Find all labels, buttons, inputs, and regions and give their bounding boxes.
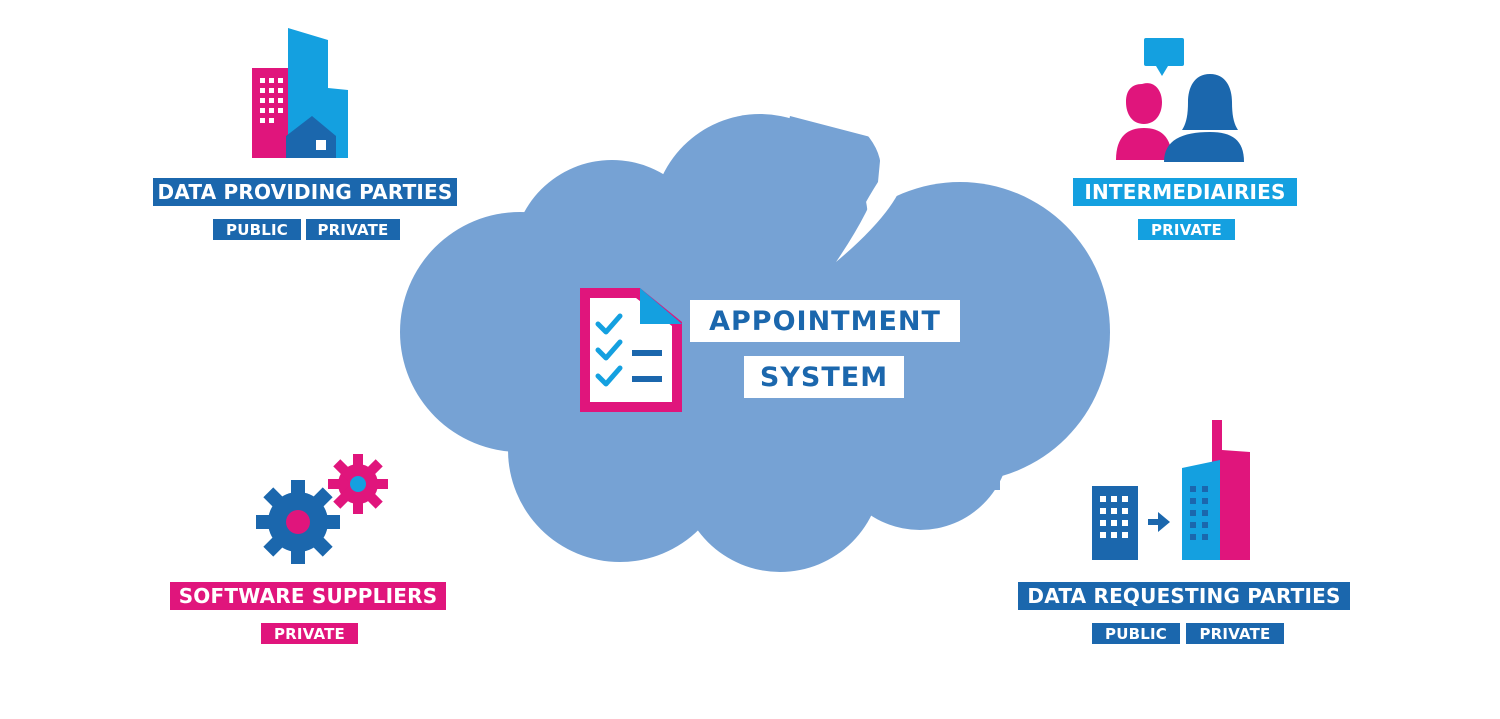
intermediairies-tag-private: PRIVATE [1138, 219, 1235, 240]
data-providing-tag-private: PRIVATE [306, 219, 400, 240]
center-title-line2: SYSTEM [744, 356, 904, 398]
data-requesting-tag-private: PRIVATE [1186, 623, 1284, 644]
data-requesting-title: DATA REQUESTING PARTIES [1018, 582, 1350, 610]
center-title-line1: APPOINTMENT [690, 300, 960, 342]
data-providing-title: DATA PROVIDING PARTIES [153, 178, 457, 206]
two-people-chat-icon [1116, 38, 1244, 162]
checklist-document-icon [580, 288, 682, 412]
buildings-with-house-icon [252, 28, 348, 158]
data-requesting-tag-public: PUBLIC [1092, 623, 1180, 644]
software-suppliers-title: SOFTWARE SUPPLIERS [170, 582, 446, 610]
gears-icon [256, 454, 388, 564]
buildings-transfer-icon [1092, 420, 1250, 560]
software-suppliers-tag-private: PRIVATE [261, 623, 358, 644]
intermediairies-title: INTERMEDIAIRIES [1073, 178, 1297, 206]
data-providing-tag-public: PUBLIC [213, 219, 301, 240]
